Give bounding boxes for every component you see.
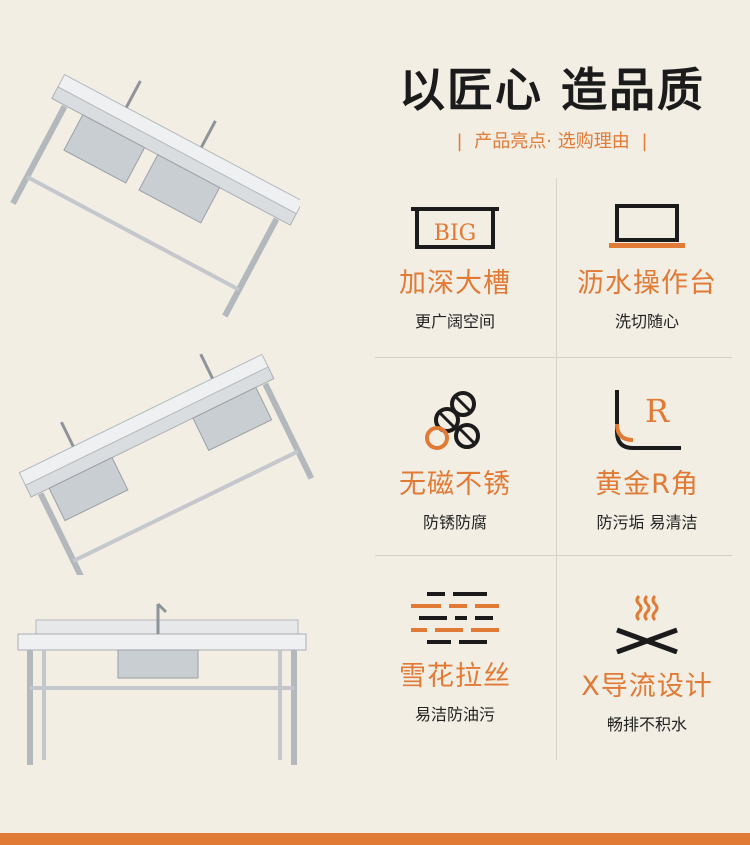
sink-image-upright <box>17 602 307 765</box>
bottom-accent-bar <box>0 833 750 845</box>
r-corner-icon-label: R <box>645 392 670 430</box>
feature-title: X导流设计 <box>581 671 713 702</box>
big-tank-icon-label: BIG <box>434 221 476 246</box>
feature-desc: 防锈防腐 <box>422 513 487 532</box>
subline-divider-right: | <box>641 131 648 152</box>
feature-brushed-finish: 雪花拉丝 易洁防油污 <box>366 588 544 725</box>
steel-pipes-icon <box>425 391 480 450</box>
feature-drain-board: 沥水操作台 洗切随心 <box>558 203 736 332</box>
feature-desc: 易洁防油污 <box>414 705 495 724</box>
feature-title: 加深大槽 <box>399 268 511 299</box>
sink-image-tilted-reverse <box>18 353 314 575</box>
subline-text: 产品亮点· 选购理由 <box>474 131 630 152</box>
feature-title: 沥水操作台 <box>577 268 717 299</box>
feature-title: 雪花拉丝 <box>399 661 511 692</box>
grid-divider-horizontal-2 <box>375 555 732 556</box>
feature-title: 黄金R角 <box>595 469 699 500</box>
drain-board-icon <box>609 204 685 248</box>
feature-desc: 防污垢 易清洁 <box>596 513 698 532</box>
r-corner-icon: R <box>615 390 681 450</box>
feature-deep-tank: BIG 加深大槽 更广阔空间 <box>366 205 544 332</box>
feature-desc: 洗切随心 <box>614 312 679 331</box>
sink-image-tilted-double <box>10 73 300 318</box>
page-subline: | 产品亮点· 选购理由 | <box>372 127 732 153</box>
x-drain-icon <box>616 594 678 654</box>
feature-title: 无磁不锈 <box>399 469 511 500</box>
subline-divider-left: | <box>456 131 463 152</box>
big-tank-icon: BIG <box>411 207 499 249</box>
feature-r-corner: R 黄金R角 防污垢 易清洁 <box>558 388 736 533</box>
brushed-texture-icon <box>411 592 499 644</box>
feature-non-magnetic-steel: 无磁不锈 防锈防腐 <box>366 388 544 533</box>
grid-divider-vertical <box>556 178 557 760</box>
feature-desc: 畅排不积水 <box>606 715 687 734</box>
feature-desc: 更广阔空间 <box>414 312 495 331</box>
feature-x-drain: X导流设计 畅排不积水 <box>558 594 736 735</box>
grid-divider-horizontal-1 <box>375 357 732 358</box>
page-headline: 以匠心 造品质 <box>398 63 705 117</box>
